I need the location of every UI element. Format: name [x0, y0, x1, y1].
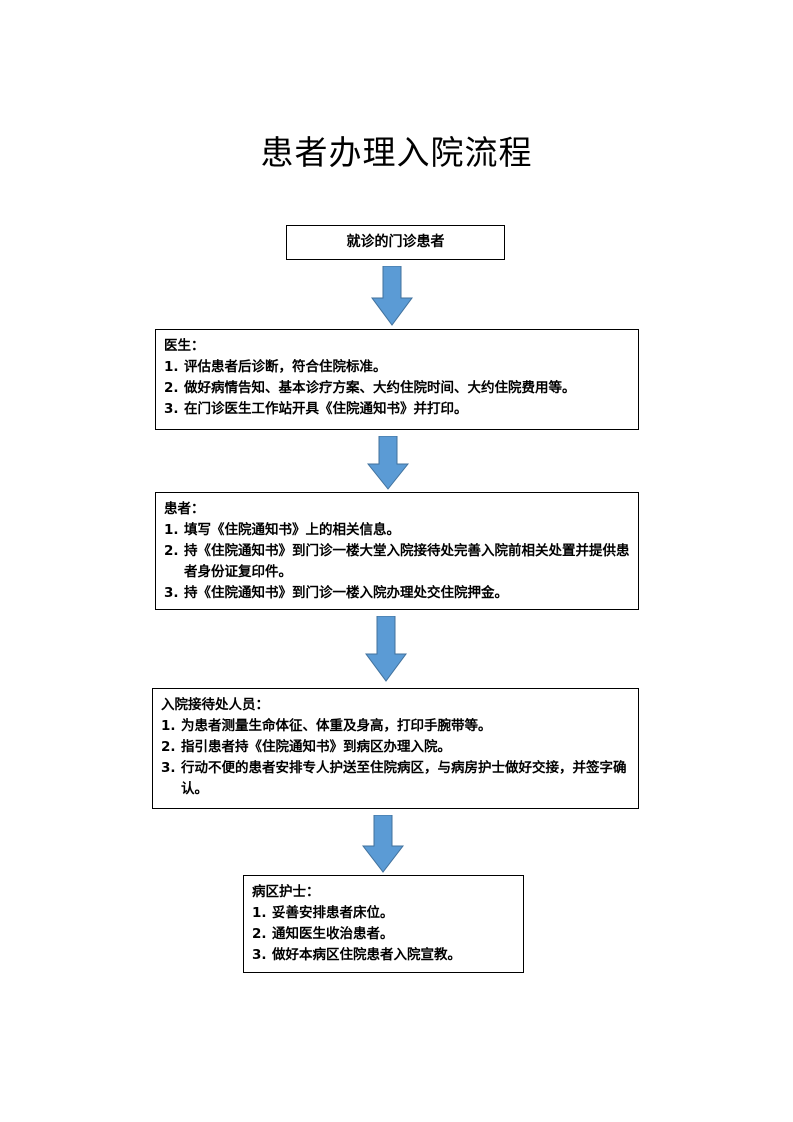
doctor-heading: 医生：	[164, 338, 205, 354]
nurse-heading: 病区护士：	[252, 884, 320, 900]
patient-item: 3.持《住院通知书》到门诊一楼入院办理处交住院押金。	[164, 585, 508, 601]
nurse-item: 1.妥善安排患者床位。	[252, 905, 394, 921]
doctor-item: 2.做好病情告知、基本诊疗方案、大约住院时间、大约住院费用等。	[164, 380, 576, 396]
start-label: 就诊的门诊患者	[346, 234, 445, 250]
reception-item: 3.行动不便的患者安排专人护送至住院病区，与病房护士做好交接，并签字确认。	[161, 760, 627, 797]
flow-arrow-1	[371, 266, 413, 326]
doctor-item: 1.评估患者后诊断，符合住院标准。	[164, 359, 387, 375]
patient-item: 1.填写《住院通知书》上的相关信息。	[164, 522, 400, 538]
patient-heading: 患者：	[164, 501, 205, 517]
flow-arrow-4	[362, 815, 404, 873]
down-arrow-icon	[365, 616, 407, 682]
nurse-box: 病区护士： 1.妥善安排患者床位。 2.通知医生收治患者。 3.做好本病区住院患…	[243, 875, 524, 973]
nurse-item: 3.做好本病区住院患者入院宣教。	[252, 947, 461, 963]
reception-box: 入院接待处人员： 1.为患者测量生命体征、体重及身高，打印手腕带等。 2.指引患…	[152, 688, 639, 809]
down-arrow-icon	[362, 815, 404, 873]
page-title: 患者办理入院流程	[260, 133, 533, 172]
doctor-item: 3.在门诊医生工作站开具《住院通知书》并打印。	[164, 401, 468, 417]
reception-heading: 入院接待处人员：	[161, 697, 269, 713]
flow-arrow-2	[367, 436, 409, 490]
start-box: 就诊的门诊患者	[286, 225, 505, 260]
down-arrow-icon	[367, 436, 409, 490]
doctor-box: 医生： 1.评估患者后诊断，符合住院标准。 2.做好病情告知、基本诊疗方案、大约…	[155, 329, 639, 430]
nurse-item: 2.通知医生收治患者。	[252, 926, 394, 942]
patient-item: 2.持《住院通知书》到门诊一楼大堂入院接待处完善入院前相关处置并提供患者身份证复…	[164, 543, 630, 580]
patient-box: 患者： 1.填写《住院通知书》上的相关信息。 2.持《住院通知书》到门诊一楼大堂…	[155, 492, 639, 610]
flow-arrow-3	[365, 616, 407, 682]
reception-item: 2.指引患者持《住院通知书》到病区办理入院。	[161, 739, 451, 755]
reception-item: 1.为患者测量生命体征、体重及身高，打印手腕带等。	[161, 718, 492, 734]
down-arrow-icon	[371, 266, 413, 326]
